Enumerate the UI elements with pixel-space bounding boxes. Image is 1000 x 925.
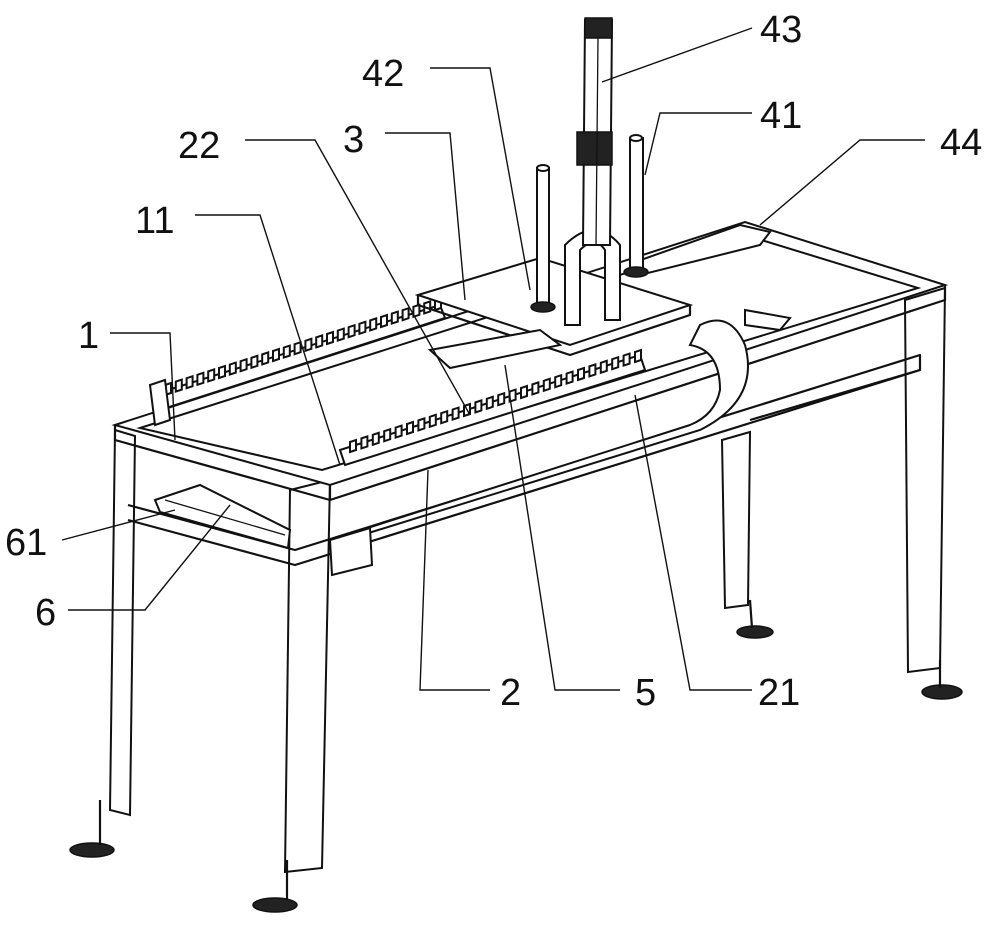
rack-tooth [554, 373, 563, 389]
rack-tooth [383, 427, 392, 443]
rack-tooth [394, 424, 403, 439]
rack-tooth [304, 337, 313, 353]
rack-tooth [406, 420, 414, 436]
label-42: 42 [362, 53, 404, 95]
lower-frame [127, 353, 922, 567]
rack-tooth [261, 351, 270, 366]
rack-tooth [542, 377, 551, 393]
label-6: 6 [35, 592, 56, 634]
rack-tooth [272, 347, 280, 363]
reference-labels: 43 42 41 3 22 44 11 1 61 6 2 5 21 [5, 9, 982, 714]
rack-tooth [250, 354, 259, 370]
rack-tooth [474, 399, 483, 414]
label-22: 22 [178, 125, 220, 167]
rack-tooth [371, 431, 380, 447]
rack-tooth [228, 361, 237, 376]
rack-tooth [349, 438, 357, 454]
rack-tooth [326, 330, 334, 346]
rack-tooth [428, 413, 437, 429]
rack-tooth [358, 320, 367, 336]
label-1: 1 [78, 315, 99, 357]
rack-tooth [531, 381, 540, 396]
rack-tooth [174, 378, 183, 393]
rack-tooth [390, 310, 399, 325]
label-11: 11 [135, 200, 174, 242]
label-44: 44 [940, 122, 982, 164]
rack-tooth [185, 374, 194, 390]
rack-tooth [417, 417, 426, 432]
label-5: 5 [635, 672, 656, 714]
carriage [328, 223, 792, 577]
rack-tooth [497, 391, 506, 407]
rack-tooth [599, 359, 608, 375]
rack-tooth [577, 366, 585, 382]
rack-tooth [634, 348, 642, 364]
rack-tooth [520, 384, 528, 400]
rack-tooth [485, 395, 494, 411]
rack-tooth [380, 313, 388, 329]
rack-tooth [401, 306, 410, 322]
rack-tooth [196, 371, 205, 387]
legs [69, 286, 963, 913]
rack-tooth [588, 363, 597, 378]
label-41: 41 [760, 95, 802, 137]
rack-tooth [565, 370, 574, 385]
rack-tooth [336, 327, 345, 342]
label-43: 43 [760, 9, 802, 51]
rack-tooth [293, 340, 302, 356]
leader-lines [61, 27, 925, 691]
rack-tooth [611, 355, 620, 371]
rack-tooth [440, 409, 449, 425]
label-61: 61 [5, 522, 47, 564]
label-3: 3 [343, 119, 364, 161]
rack-tooth [239, 357, 248, 373]
rack-tooth [207, 368, 216, 383]
rack-tooth [315, 334, 324, 349]
rack-tooth [622, 352, 631, 367]
rack-tooth [347, 323, 356, 339]
rack-tooth [369, 317, 378, 332]
columns [530, 17, 649, 313]
rack-tooth [360, 435, 369, 450]
label-21: 21 [758, 672, 800, 714]
label-2: 2 [500, 672, 521, 714]
rack-tooth [282, 344, 291, 359]
rack-tooth [218, 364, 226, 380]
rack-tooth [451, 406, 460, 421]
